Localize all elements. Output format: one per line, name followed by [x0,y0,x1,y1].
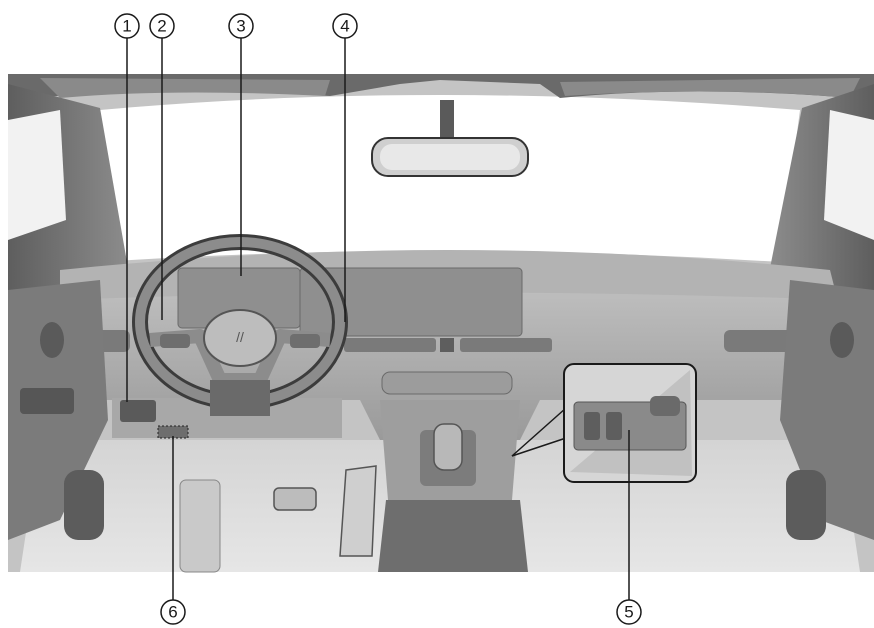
windshield [100,95,800,262]
callout-3-label: 3 [236,17,245,36]
callout-leaders [126,38,630,600]
callout-6-label: 6 [168,603,177,622]
door-speaker-right [786,470,826,540]
callout-3: 3 [228,13,254,39]
roof-opening-right [560,78,860,98]
callout-1-label: 1 [122,17,131,36]
window-switch-panel-left [20,388,74,414]
left-window-glass [8,110,66,240]
door-speaker-left [64,470,104,540]
center-armrest [378,500,528,572]
door-handle-right [830,322,854,358]
air-vent-center-right [460,338,552,352]
door-handle-left [40,322,64,358]
headlamp-switch-panel [120,400,156,422]
right-window-glass [824,110,874,240]
callout-1: 1 [114,13,140,39]
callout-4: 4 [332,13,358,39]
callout-5: 5 [616,599,642,625]
roof-opening-left [40,78,330,98]
rearview-mirror-glass [380,144,520,170]
climate-control-panel [381,371,513,395]
callout-4-label: 4 [340,17,349,36]
brake-pedal [273,487,317,511]
air-vent-right [724,330,794,352]
callout-5-label: 5 [624,603,633,622]
hazard-button [440,338,454,352]
steering-column [210,380,270,416]
footrest [179,479,221,573]
callout-2-label: 2 [157,17,166,36]
accelerator-pedal [339,465,377,557]
switch-panel-inset [511,363,697,483]
rearview-mirror-mount [440,100,454,140]
svg-text://: // [236,329,244,345]
gear-selector [433,423,463,471]
callout-2: 2 [149,13,175,39]
air-vent-center-left [344,338,436,352]
callout-6: 6 [160,599,186,625]
